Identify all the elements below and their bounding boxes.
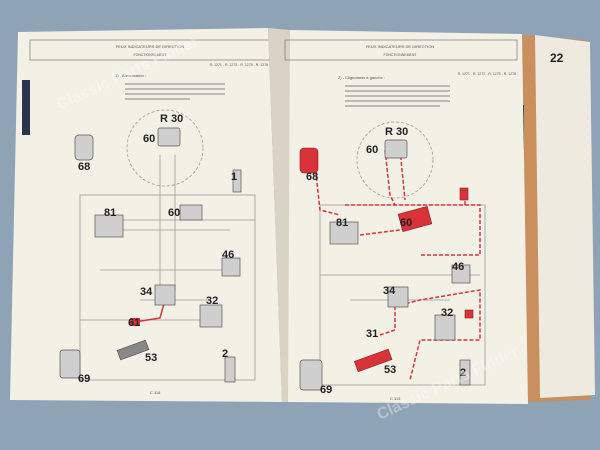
right-section-title: 2) - Clignotants à gauche :: [338, 75, 385, 80]
label-46: 46: [452, 261, 464, 273]
label-2: 2: [222, 348, 228, 360]
right-page: FEUX INDICATEURS DE DIRECTION FONCTIONNE…: [284, 30, 528, 404]
label-32: 32: [206, 295, 218, 307]
label-68: 68: [78, 161, 90, 173]
side-book-number: 22: [550, 51, 564, 65]
label-31: 31: [366, 328, 378, 340]
label-34: 34: [383, 285, 396, 297]
right-header-subtitle: FONCTIONNEMENT: [383, 53, 417, 57]
left-section-title: 1) - Alimentation :: [115, 73, 146, 78]
label-46: 46: [222, 249, 234, 261]
label-r30: R 30: [160, 113, 183, 125]
left-header-models: R. 1271 - R. 1272 - R. 1275 - R. 1278: [210, 63, 268, 67]
label-68: 68: [306, 171, 318, 183]
label-32: 32: [441, 307, 453, 319]
label-69: 69: [320, 384, 332, 396]
label-60: 60: [143, 133, 155, 145]
label-53: 53: [145, 352, 157, 364]
label-69: 69: [78, 373, 90, 385]
label-60b: 60: [168, 207, 180, 219]
label-61: 61: [128, 317, 140, 329]
label-r30: R 30: [385, 126, 408, 138]
label-53: 53: [384, 364, 396, 376]
label-81: 81: [104, 207, 116, 219]
left-header-subtitle: FONCTIONNEMENT: [133, 53, 167, 57]
label-60b: 60: [400, 217, 412, 229]
right-header-models: R. 1271 - R. 1272 - R. 1275 - R. 1278: [458, 72, 516, 76]
label-81: 81: [336, 217, 348, 229]
label-1: 1: [231, 171, 237, 183]
left-header-title: FEUX INDICATEURS DE DIRECTION: [116, 44, 184, 49]
left-page: FEUX INDICATEURS DE DIRECTION FONCTIONNE…: [10, 28, 282, 402]
label-60: 60: [366, 144, 378, 156]
label-34: 34: [140, 286, 153, 298]
right-page-number: C 119: [390, 396, 401, 401]
label-2: 2: [460, 367, 466, 379]
right-header-title: FEUX INDICATEURS DE DIRECTION: [366, 44, 434, 49]
left-page-number: C 118: [150, 390, 161, 395]
